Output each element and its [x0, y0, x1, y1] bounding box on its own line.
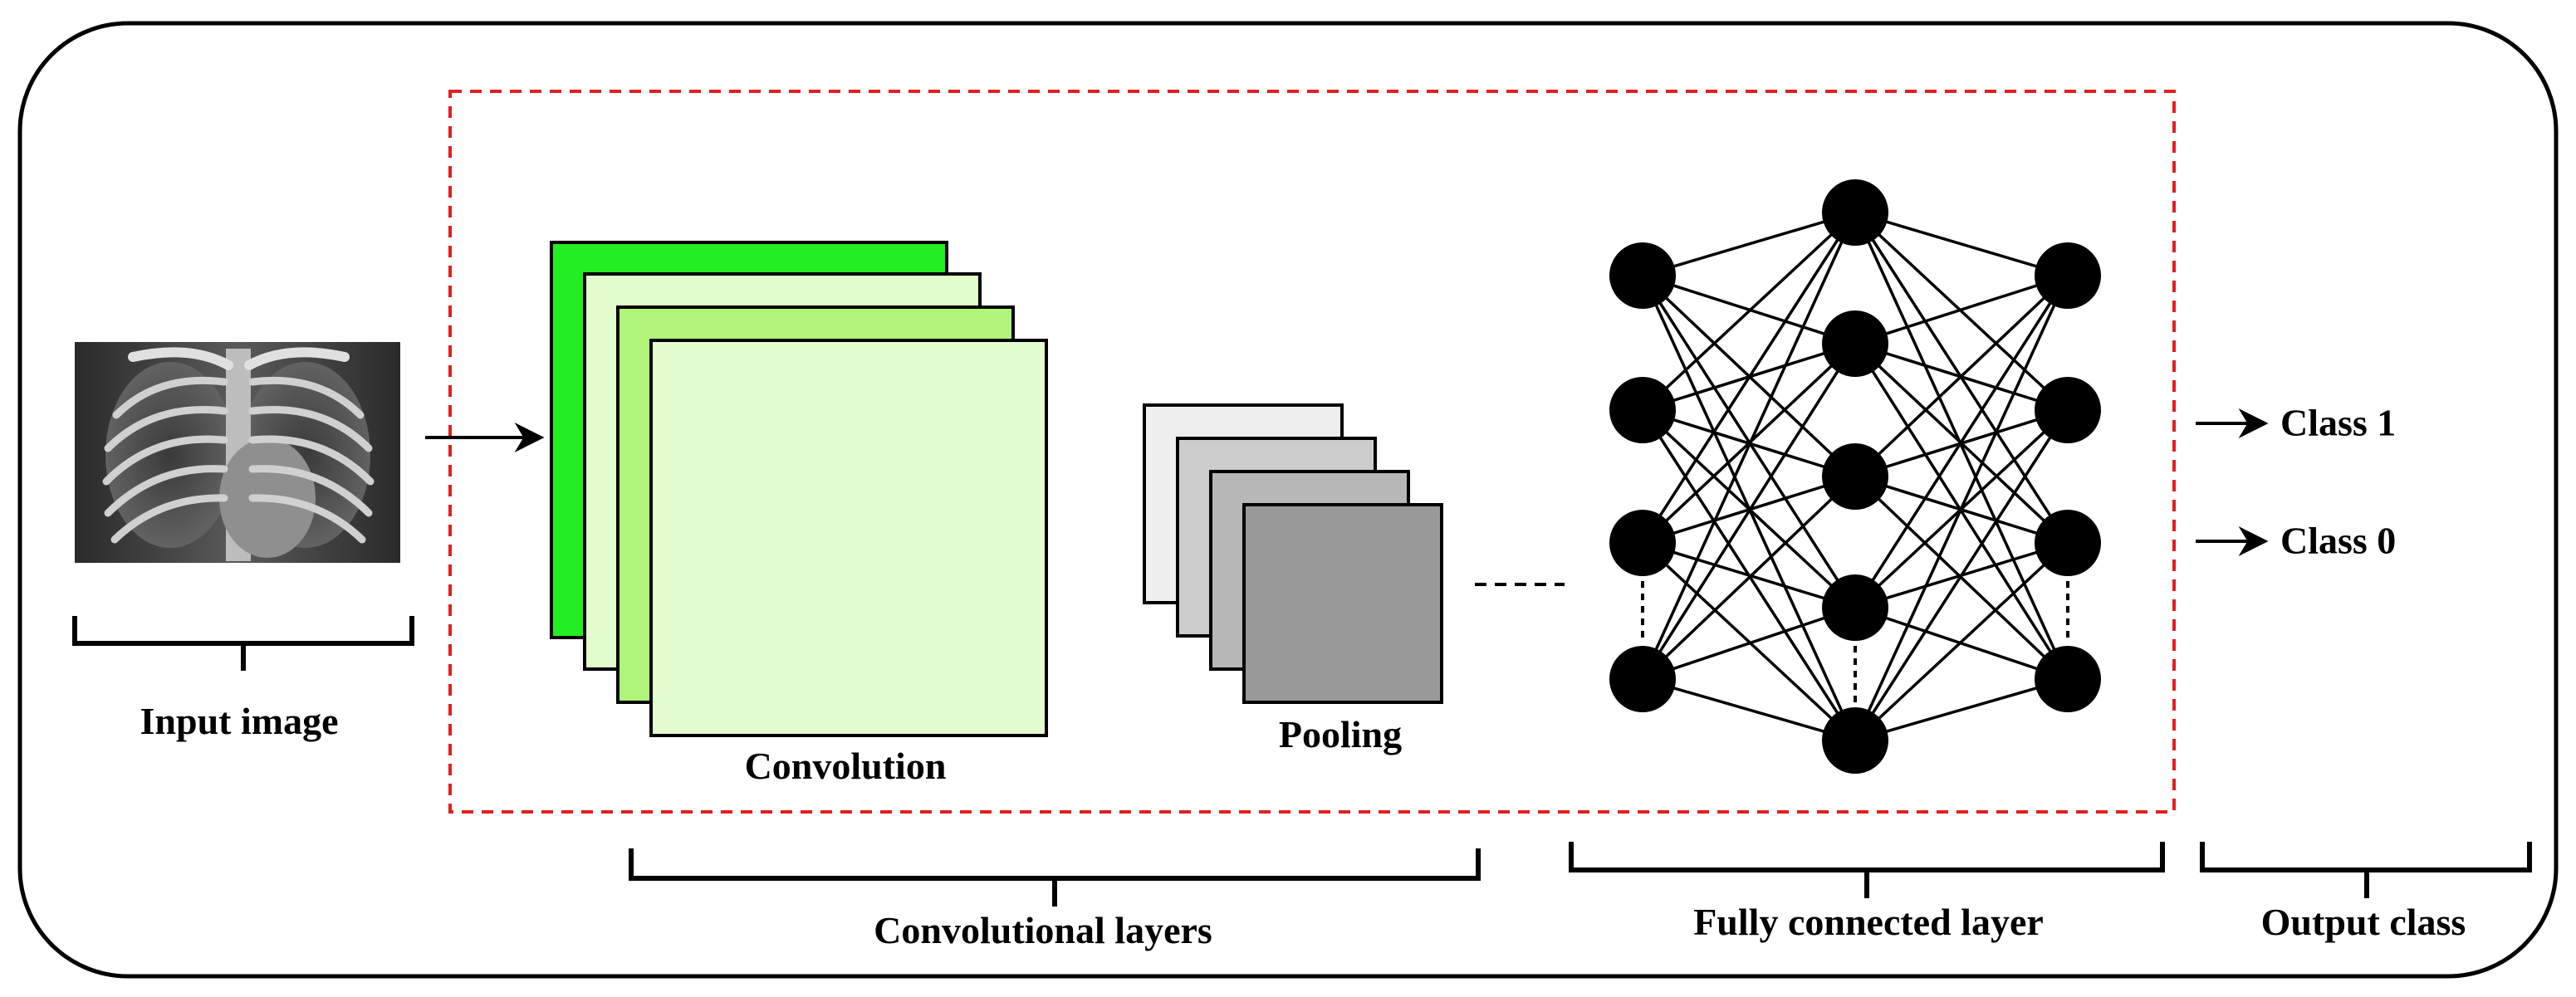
fc-connection — [1854, 211, 2069, 277]
input-image-label: Input image — [140, 700, 339, 742]
pool-feature-map-4 — [1242, 503, 1443, 704]
fc-neuron-layer-2-2 — [1822, 310, 1888, 377]
network-dashed-region — [448, 90, 2176, 814]
fc-neuron-layer-1-3 — [1609, 510, 1676, 576]
pooling-label: Pooling — [1279, 713, 1402, 755]
fc-connection — [1854, 274, 2069, 478]
fc-neuron-layer-2-4 — [1822, 574, 1888, 641]
fully-connected-layer-label: Fully connected layer — [1693, 901, 2044, 943]
fc-connection — [1641, 475, 1857, 681]
fc-neuron-layer-1-2 — [1609, 377, 1676, 443]
fc-neuron-layer-3-3 — [2035, 510, 2101, 576]
fc-connection — [1854, 275, 2069, 741]
convolution-stack — [550, 241, 1048, 737]
fc-connection — [1854, 677, 2069, 742]
fc-neuron-layer-3-2 — [2035, 377, 2101, 443]
fc-connection — [1641, 212, 1857, 680]
output-class-bracket — [2200, 842, 2532, 898]
fc-connection — [1641, 343, 1857, 680]
convolutional-layers-bracket — [629, 848, 1481, 907]
fc-connection — [1854, 212, 2069, 680]
fc-neuron-layer-1-1 — [1609, 242, 1676, 309]
fc-neuron-layer-1-4 — [1609, 646, 1676, 712]
fc-connection — [1642, 677, 1856, 742]
fc-connection — [1641, 541, 1857, 742]
conv-feature-map-4 — [649, 339, 1048, 737]
fc-connection — [1641, 212, 1857, 544]
chest-xray-image — [75, 342, 400, 563]
fully-connected-layer-bracket — [1569, 842, 2165, 898]
fc-neuron-layer-2-3 — [1822, 443, 1888, 510]
fc-connection — [1854, 211, 2069, 412]
fc-connection — [1641, 211, 1857, 412]
output-class-label: Output class — [2261, 901, 2466, 943]
fc-neuron-layer-2-1 — [1822, 179, 1888, 246]
fc-neuron-layer-3-1 — [2035, 242, 2101, 309]
pooling-stack — [1143, 403, 1443, 704]
convolutional-layers-label: Convolutional layers — [874, 909, 1212, 951]
fc-connection — [1642, 606, 1856, 681]
class-0-label: Class 0 — [2280, 520, 2396, 562]
fc-connection — [1642, 211, 1856, 277]
fully-connected-network — [1609, 179, 2101, 774]
input-image-bracket — [72, 616, 414, 671]
class-1-label: Class 1 — [2280, 402, 2396, 444]
fc-neuron-layer-3-4 — [2035, 646, 2101, 712]
fc-connection — [1854, 541, 2069, 742]
fc-neuron-layer-2-5 — [1822, 707, 1888, 774]
convolution-label: Convolution — [745, 745, 947, 787]
fc-connection — [1854, 409, 2069, 741]
fc-connection — [1854, 274, 2069, 345]
fc-connection — [1642, 541, 1856, 609]
fc-connection — [1854, 275, 2069, 608]
